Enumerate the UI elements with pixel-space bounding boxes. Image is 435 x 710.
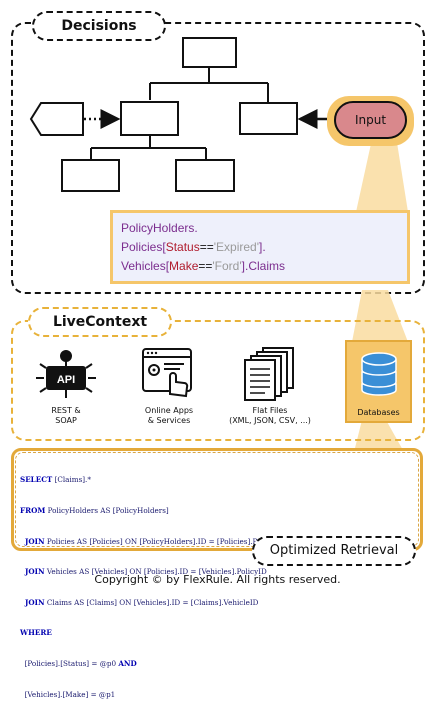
sql-line-3: JOIN Vehicles AS [Vehicles] ON [Policies… [20,567,308,577]
expression-policies: Policies[ [121,240,166,254]
decision-node-top[interactable] [182,37,237,68]
sql-line-6: [Policies].[Status] = @p0 AND [20,659,308,669]
source-files-line2: (XML, JSON, CSV, ...) [229,416,311,425]
source-databases-caption: Databases [346,408,411,418]
sql-panel-inner [15,452,419,547]
decision-node-middle[interactable] [120,101,179,136]
sql-kw-and: AND [118,659,137,669]
expression-root: PolicyHolders. [121,221,198,235]
sql-kw-select: SELECT [20,475,53,485]
sql-rest-0: [Claims].* [52,475,91,485]
expression-op-2: == [198,259,213,273]
expression-beam [352,130,408,452]
source-files-caption: Flat Files (XML, JSON, CSV, ...) [218,406,322,426]
sql-kw-join-1: JOIN [20,536,45,546]
sql-kw-where: WHERE [20,628,52,638]
expression-op-1: == [199,240,214,254]
expression-ford-value: 'Ford' [212,259,242,273]
sql-line-0: SELECT [Claims].* [20,475,308,485]
expression-line-1: PolicyHolders. [121,219,399,238]
decisions-label: Decisions [32,11,166,41]
source-files-line1: Flat Files [252,406,288,415]
input-node[interactable]: Input [334,101,407,139]
expression-line-2: Policies[Status=='Expired']. [121,238,399,257]
decision-node-bottom-left[interactable] [61,159,120,192]
decisions-panel [11,22,425,294]
livecontext-label: LiveContext [28,307,172,337]
source-apps-caption: Online Apps & Services [134,406,204,426]
expression-claims: ].Claims [241,259,285,273]
sql-rest-3: Vehicles AS [Vehicles] ON [Policies].ID … [44,567,267,577]
sql-rest-7: [Vehicles].[Make] = @p1 [20,689,116,699]
optimized-retrieval-label: Optimized Retrieval [252,536,416,566]
sql-line-1: FROM PolicyHolders AS [PolicyHolders] [20,506,308,516]
source-rest-caption: REST & SOAP [36,406,96,426]
sql-rest-4: Claims AS [Claims] ON [Vehicles].ID = [C… [44,597,259,607]
sql-line-4: JOIN Claims AS [Claims] ON [Vehicles].ID… [20,598,308,608]
livecontext-panel [11,320,425,441]
expression-expired-value: 'Expired' [213,240,260,254]
expression-close-1: ]. [259,240,266,254]
source-databases-line1: Databases [357,408,400,417]
sql-line-7: [Vehicles].[Make] = @p1 [20,690,308,700]
sql-rest-1: PolicyHolders AS [PolicyHolders] [45,506,169,516]
sql-panel [11,448,423,551]
optimized-retrieval-text: Optimized Retrieval [269,543,399,558]
sql-kw-join-2: JOIN [20,567,45,577]
expression-vehicles: Vehicles[ [121,259,170,273]
sql-line-5: WHERE [20,628,308,638]
expression-box: PolicyHolders. Policies[Status=='Expired… [110,210,410,284]
expression-make-key: Make [169,259,199,273]
copyright-text: Copyright © by FlexRule. All rights rese… [94,573,341,586]
api-icon: API [36,350,96,398]
decision-node-bottom-right[interactable] [175,159,235,192]
sql-kw-from: FROM [20,506,46,516]
source-apps-line1: Online Apps [144,406,194,415]
source-apps-line2: & Services [147,416,191,425]
decisions-label-text: Decisions [61,18,137,34]
sql-kw-join-3: JOIN [20,597,45,607]
source-rest-line2: SOAP [55,416,77,425]
decision-node-pentagon[interactable] [29,102,84,136]
input-node-label: Input [354,113,387,127]
decision-node-right[interactable] [239,102,298,135]
flat-files-icon [244,347,294,401]
expression-line-3: Vehicles[Make=='Ford'].Claims [121,257,399,276]
source-rest-line1: REST & [51,406,81,415]
database-icon [361,352,397,396]
decision-graph [29,37,333,192]
livecontext-label-text: LiveContext [52,314,148,330]
copyright: Copyright © by FlexRule. All rights rese… [0,573,435,586]
expression-status-key: Status [165,240,200,254]
online-apps-icon [142,348,192,398]
svg-text:API: API [57,374,75,386]
sql-rest-6: [Policies].[Status] = @p0 [20,659,119,669]
